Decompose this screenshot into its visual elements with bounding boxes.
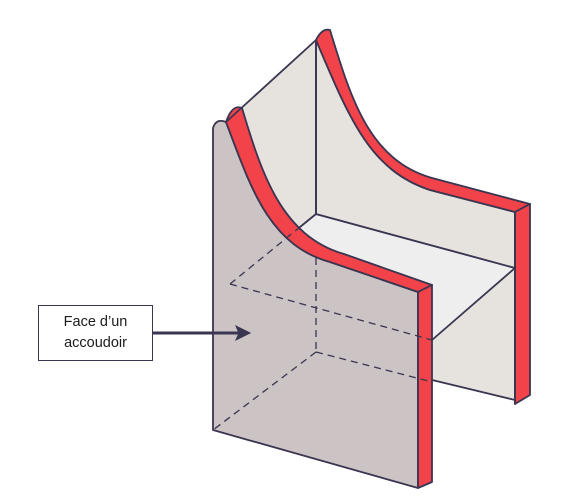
far-armrest-side [514, 203, 531, 405]
hidden-edges [212, 213, 433, 431]
near-armrest-edge [225, 106, 433, 293]
near-armrest-side [417, 284, 433, 489]
far-armrest-edge [315, 28, 531, 213]
callout-line-2: accoudoir [64, 335, 127, 351]
callout-arrow [153, 324, 252, 342]
callout-label: Face d’un accoudoir [38, 305, 153, 361]
callout-line-1: Face d’un [63, 314, 128, 330]
